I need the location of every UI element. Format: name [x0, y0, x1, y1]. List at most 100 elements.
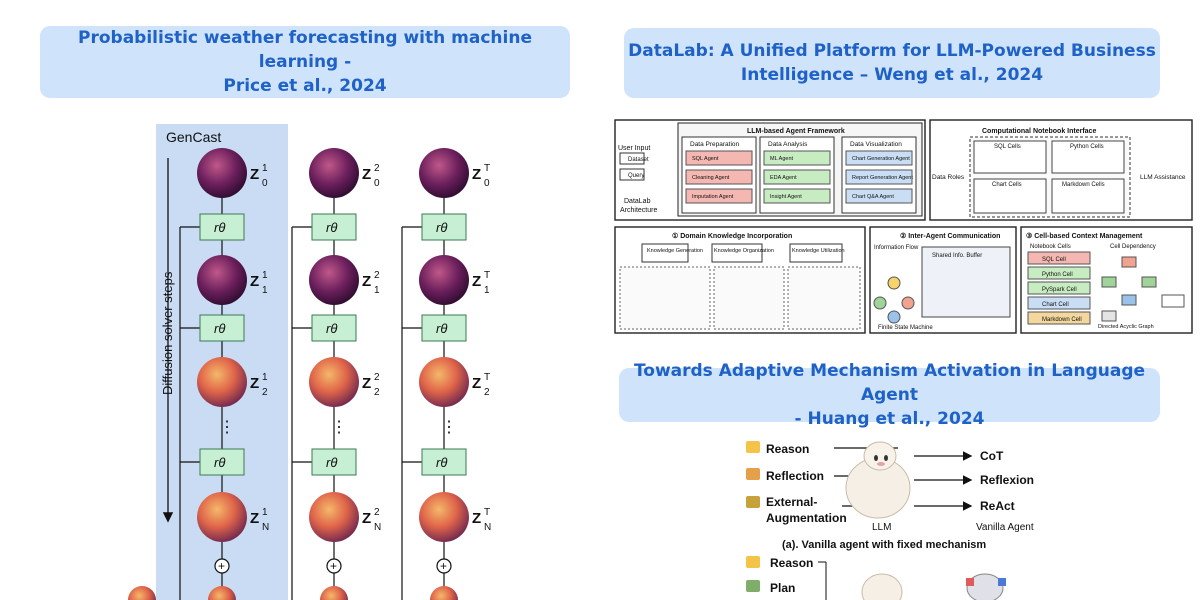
r-theta-label: rθ — [326, 455, 337, 470]
globe-image — [320, 586, 348, 600]
globe-image — [309, 357, 359, 407]
agent-box — [763, 169, 831, 185]
llm-label: LLM — [872, 522, 891, 533]
z-label: Z — [250, 166, 259, 183]
notebook-cell-label: Chart Cell — [1042, 302, 1069, 308]
vanilla-label: Vanilla Agent — [976, 522, 1034, 533]
out-cot: CoT — [980, 449, 1004, 463]
globe-image — [128, 586, 156, 600]
dataset-label: Dataset — [628, 157, 649, 163]
z-label: Z — [362, 273, 371, 290]
notebook-title: Computational Notebook Interface — [982, 128, 1096, 135]
sum-plus: + — [440, 559, 447, 573]
card-title-line2: Intelligence – Weng et al., 2024 — [740, 65, 1044, 85]
z-subscript: N — [262, 522, 269, 533]
shared-buffer-label: Shared Info. Buffer — [932, 253, 982, 259]
z-superscript: T — [484, 507, 490, 518]
mech-reflection: Reflection — [766, 469, 824, 483]
notebook-cell-label: Markdown Cell — [1042, 317, 1082, 323]
card-title-line2: Price et al., 2024 — [223, 76, 387, 96]
card-title-datalab: DataLab: A Unified Platform for LLM-Powe… — [624, 28, 1160, 98]
globe-image — [419, 492, 469, 542]
fsm-label: Finite State Machine — [878, 325, 933, 331]
z-subscript: 1 — [374, 285, 380, 296]
dk-org-label: Knowledge Organization — [714, 248, 774, 254]
agent-box — [845, 188, 913, 204]
globe-image — [309, 255, 359, 305]
notebook-cell — [1027, 311, 1091, 325]
agent-label: EDA Agent — [770, 175, 797, 181]
r-theta-block — [311, 213, 357, 241]
agent-box — [685, 169, 753, 185]
dk-util-label: Knowledge Utilization — [792, 248, 845, 254]
sum-node — [214, 558, 230, 574]
info-flow-label: Information Flow — [874, 245, 919, 251]
gencast-label: GenCast — [166, 129, 221, 145]
r-theta-label: rθ — [214, 321, 225, 336]
z-superscript: 1 — [262, 507, 268, 518]
notebook-cells-label: Notebook Cells — [1030, 244, 1071, 250]
sum-node — [326, 558, 342, 574]
z-label: Z — [362, 166, 371, 183]
z-subscript: 0 — [374, 178, 380, 189]
framework-title: LLM-based Agent Framework — [747, 128, 845, 135]
globe-image — [430, 586, 458, 600]
agent-box — [763, 188, 831, 204]
agent-label: ML Agent — [770, 156, 794, 162]
card-title-line1: Towards Adaptive Mechanism Activation in… — [633, 361, 1146, 405]
z-label: Z — [472, 166, 481, 183]
bottom-reason: Reason — [770, 556, 813, 570]
notebook-cell — [1027, 266, 1091, 280]
notebook-cell-label: PySpark Cell — [1042, 287, 1077, 293]
ccm-title: ③ Cell-based Context Management — [1026, 232, 1143, 240]
agent-box — [685, 188, 753, 204]
globe-image — [419, 255, 469, 305]
z-superscript: 1 — [262, 163, 268, 174]
card-title-line1: DataLab: A Unified Platform for LLM-Powe… — [628, 41, 1156, 61]
agent-label: SQL Agent — [692, 156, 719, 162]
agent-group-title: Data Preparation — [690, 141, 740, 148]
z-subscript: 2 — [262, 387, 268, 398]
r-theta-label: rθ — [436, 321, 447, 336]
card-title-weather: Probabilistic weather forecasting with m… — [40, 26, 570, 98]
card-title-line1: Probabilistic weather forecasting with m… — [78, 28, 532, 72]
r-theta-block — [199, 314, 245, 342]
user-input-label: User Input — [618, 145, 650, 152]
z-subscript: N — [374, 522, 381, 533]
globe-image — [197, 492, 247, 542]
out-reflexion: Reflexion — [980, 473, 1034, 487]
notebook-cell — [1027, 296, 1091, 310]
card-title-line2: - Huang et al., 2024 — [794, 409, 985, 429]
mech-augmentation: Augmentation — [766, 511, 847, 525]
dk-title: ① Domain Knowledge Incorporation — [672, 232, 792, 240]
notebook-cell — [1027, 281, 1091, 295]
z-superscript: 2 — [374, 270, 380, 281]
r-theta-block — [311, 314, 357, 342]
ellipsis-dots: ⋮ — [219, 419, 235, 436]
z-superscript: 2 — [374, 163, 380, 174]
r-theta-block — [421, 314, 467, 342]
z-superscript: 1 — [262, 372, 268, 383]
agent-group-title: Data Analysis — [768, 141, 808, 148]
bottom-plan: Plan — [770, 581, 795, 595]
z-subscript: N — [484, 522, 491, 533]
z-subscript: 1 — [262, 285, 268, 296]
agent-label: Cleaning Agent — [692, 175, 730, 181]
globe-image — [197, 357, 247, 407]
globe-image — [419, 148, 469, 198]
z-subscript: 2 — [374, 387, 380, 398]
r-theta-block — [421, 448, 467, 476]
z-superscript: 2 — [374, 507, 380, 518]
globe-image — [208, 586, 236, 600]
ellipsis-dots: ⋮ — [331, 419, 347, 436]
globe-image — [197, 255, 247, 305]
agent-label: Imputation Agent — [692, 194, 734, 200]
r-theta-label: rθ — [326, 321, 337, 336]
caption-label: (a). Vanilla agent with fixed mechanism — [782, 539, 986, 551]
z-label: Z — [250, 510, 259, 527]
z-superscript: T — [484, 372, 490, 383]
agent-label: Report Generation Agent — [852, 175, 913, 181]
z-label: Z — [250, 273, 259, 290]
python-cells-label: Python Cells — [1070, 144, 1104, 150]
